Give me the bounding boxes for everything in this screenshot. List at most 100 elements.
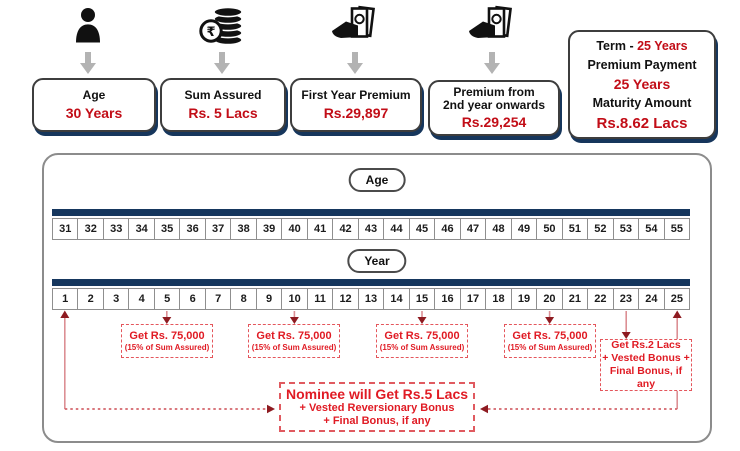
age-cell: 43 bbox=[357, 218, 385, 240]
age-cell: 42 bbox=[332, 218, 359, 240]
year-cell: 9 bbox=[255, 288, 283, 310]
payout-note: (15% of Sum Assured) bbox=[379, 342, 465, 352]
renewal-premium-label: Premium from 2nd year onwards bbox=[442, 84, 546, 112]
maturity-benefit-box: Get Rs.2 Lacs + Vested Bonus + Final Bon… bbox=[600, 339, 692, 391]
age-cell: 32 bbox=[77, 218, 104, 240]
age-cell: 39 bbox=[255, 218, 283, 240]
nominee-line2: + Vested Reversionary Bonus bbox=[299, 401, 455, 414]
maturity-line3: Final Bonus, if any bbox=[609, 365, 683, 391]
premium-payment-label: Premium Payment bbox=[587, 57, 697, 72]
nominee-line1: Nominee will Get Rs.5 Lacs bbox=[285, 385, 469, 402]
year-cell: 15 bbox=[408, 288, 436, 310]
sum-assured-label: Sum Assured bbox=[184, 88, 262, 103]
age-card: Age 30 Years bbox=[32, 78, 156, 132]
maturity-amount-value: Rs.8.62 Lacs bbox=[596, 114, 688, 132]
age-cell: 45 bbox=[408, 218, 436, 240]
term-line: Term - 25 Years bbox=[596, 37, 687, 56]
year-cell: 8 bbox=[230, 288, 257, 310]
hand-money-icon bbox=[332, 5, 375, 38]
sum-assured-card: Sum Assured Rs. 5 Lacs bbox=[160, 78, 286, 132]
payout-box-year-5: Get Rs. 75,000 (15% of Sum Assured) bbox=[121, 324, 213, 358]
year-pill: Year bbox=[347, 249, 407, 273]
age-cell: 40 bbox=[281, 218, 308, 240]
maturity-line2: + Vested Bonus + bbox=[602, 351, 690, 364]
year-cell: 14 bbox=[383, 288, 410, 310]
hand-money-icon bbox=[469, 5, 512, 38]
age-pill: Age bbox=[348, 168, 406, 192]
age-cell: 38 bbox=[230, 218, 257, 240]
year-cell: 19 bbox=[510, 288, 538, 310]
term-label: Term - bbox=[596, 39, 634, 54]
gray-down-arrow-icon bbox=[80, 52, 96, 74]
year-cell: 1 bbox=[52, 288, 79, 310]
year-cell: 24 bbox=[638, 288, 665, 310]
year-cell: 7 bbox=[204, 288, 232, 310]
payout-amount: Get Rs. 75,000 bbox=[512, 329, 588, 342]
person-icon bbox=[76, 8, 100, 43]
payout-note: (15% of Sum Assured) bbox=[507, 342, 593, 352]
payout-box-year-15: Get Rs. 75,000 (15% of Sum Assured) bbox=[376, 324, 468, 358]
age-cell: 44 bbox=[383, 218, 410, 240]
year-cell: 17 bbox=[459, 288, 487, 310]
year-cell: 5 bbox=[153, 288, 181, 310]
year-cell: 25 bbox=[663, 288, 691, 310]
premium-payment-value: 25 Years bbox=[613, 75, 671, 92]
age-cell: 49 bbox=[510, 218, 538, 240]
age-cell: 36 bbox=[179, 218, 206, 240]
year-cell: 13 bbox=[357, 288, 385, 310]
summary-card: Term - 25 Years Premium Payment 25 Years… bbox=[568, 30, 716, 139]
age-cell: 31 bbox=[52, 218, 79, 240]
year-cell: 23 bbox=[612, 288, 640, 310]
year-timeline-bar bbox=[52, 279, 690, 286]
year-cell: 18 bbox=[485, 288, 512, 310]
payout-amount: Get Rs. 75,000 bbox=[129, 329, 205, 342]
age-cell: 53 bbox=[612, 218, 640, 240]
age-card-label: Age bbox=[82, 88, 106, 103]
rupee-symbol: ₹ bbox=[206, 24, 215, 39]
age-cell: 47 bbox=[459, 218, 487, 240]
age-cell: 41 bbox=[306, 218, 334, 240]
rupee-coins-icon: ₹ bbox=[199, 6, 243, 46]
nominee-benefit-box: Nominee will Get Rs.5 Lacs + Vested Reve… bbox=[279, 382, 475, 432]
year-cell: 16 bbox=[434, 288, 461, 310]
payout-amount: Get Rs. 75,000 bbox=[256, 329, 332, 342]
payout-box-year-20: Get Rs. 75,000 (15% of Sum Assured) bbox=[504, 324, 596, 358]
year-cell: 12 bbox=[332, 288, 359, 310]
year-cell: 3 bbox=[102, 288, 130, 310]
age-cell: 54 bbox=[638, 218, 665, 240]
age-cell: 51 bbox=[561, 218, 589, 240]
age-card-value: 30 Years bbox=[65, 104, 123, 121]
payout-note: (15% of Sum Assured) bbox=[124, 342, 210, 352]
age-cell: 46 bbox=[434, 218, 461, 240]
year-cell: 20 bbox=[536, 288, 563, 310]
age-cell: 37 bbox=[204, 218, 232, 240]
year-cell: 10 bbox=[281, 288, 308, 310]
first-year-premium-card: First Year Premium Rs.29,897 bbox=[290, 78, 422, 132]
age-cell: 50 bbox=[536, 218, 563, 240]
maturity-amount-label: Maturity Amount bbox=[592, 96, 692, 111]
age-cell: 48 bbox=[485, 218, 512, 240]
year-cell: 4 bbox=[128, 288, 155, 310]
year-cell: 11 bbox=[306, 288, 334, 310]
renewal-premium-value: Rs.29,254 bbox=[461, 114, 527, 131]
first-year-premium-label: First Year Premium bbox=[301, 88, 411, 103]
gray-down-arrow-icon bbox=[214, 52, 230, 74]
renewal-premium-card: Premium from 2nd year onwards Rs.29,254 bbox=[428, 80, 560, 136]
age-cell: 35 bbox=[153, 218, 181, 240]
age-cell: 33 bbox=[102, 218, 130, 240]
term-value: 25 Years bbox=[637, 39, 688, 54]
payout-note: (15% of Sum Assured) bbox=[251, 342, 337, 352]
year-cell: 6 bbox=[179, 288, 206, 310]
nominee-line3: + Final Bonus, if any bbox=[323, 415, 431, 428]
year-cell: 21 bbox=[561, 288, 589, 310]
year-cell: 2 bbox=[77, 288, 104, 310]
age-cell: 52 bbox=[587, 218, 614, 240]
gray-down-arrow-icon bbox=[347, 52, 363, 74]
first-year-premium-value: Rs.29,897 bbox=[323, 104, 389, 121]
payout-amount: Get Rs. 75,000 bbox=[384, 329, 460, 342]
maturity-line1: Get Rs.2 Lacs bbox=[611, 338, 681, 351]
